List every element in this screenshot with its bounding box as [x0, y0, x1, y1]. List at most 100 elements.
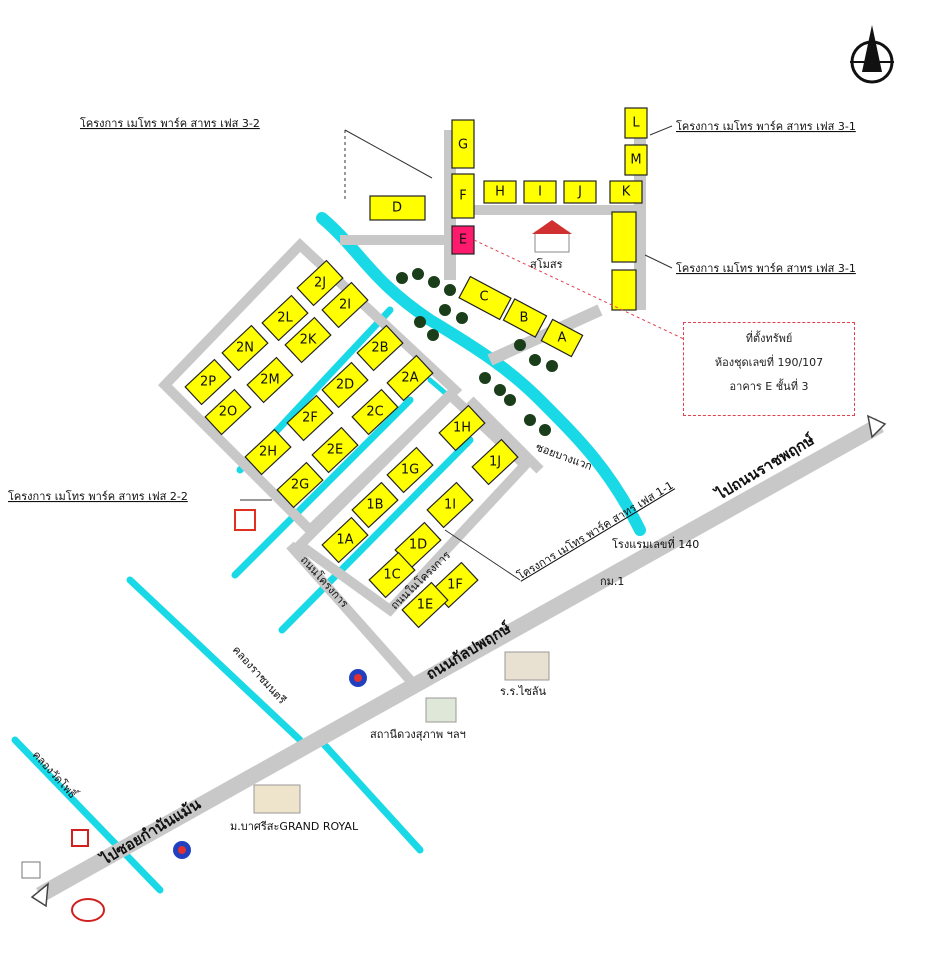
block-2N[interactable] [221, 324, 269, 372]
block-label-2D: 2D [336, 378, 354, 393]
block-1J[interactable] [471, 438, 519, 486]
trees [396, 268, 558, 436]
block-label-J: J [577, 185, 582, 200]
condo-icon [425, 697, 457, 723]
info-line-3: อาคาร E ชั้นที่ 3 [729, 380, 809, 393]
hospital-icon [253, 784, 301, 814]
block-label-G: G [458, 138, 468, 153]
block-H[interactable] [483, 180, 517, 204]
block-K3[interactable] [611, 269, 637, 311]
block-label-L: L [632, 116, 640, 131]
landmarks: ร.ร.ไซลัน สถานีดวงสุภาพ ฯลฯ ม.บาศรีสะGRA… [21, 509, 550, 922]
block-label-K: K [622, 185, 631, 200]
block-2G[interactable] [276, 461, 324, 509]
clubhouse-icon [534, 231, 570, 253]
block-label-2I: 2I [339, 298, 351, 313]
block-2L[interactable] [261, 294, 309, 342]
label-phase-1-1: โครงการ เมโทร พาร์ค สาทร เฟส 1-1 [514, 478, 675, 583]
block-1I[interactable] [426, 481, 474, 529]
block-label-1G: 1G [401, 463, 419, 478]
block-2J[interactable] [296, 259, 344, 307]
block-label-2B: 2B [371, 341, 388, 356]
block-I[interactable] [523, 180, 557, 204]
block-label-H: H [495, 185, 505, 200]
block-label-2F: 2F [302, 411, 318, 426]
canal-inner-2 [231, 396, 414, 579]
clubhouse-roof-icon [532, 220, 572, 234]
block-label-1D: 1D [409, 538, 427, 553]
info-line-2: ห้องชุดเลขที่ 190/107 [714, 356, 824, 369]
block-A[interactable] [540, 318, 584, 358]
block-M[interactable] [624, 144, 648, 176]
block-2B[interactable] [356, 324, 404, 372]
block-2H[interactable] [244, 428, 292, 476]
block-1H[interactable] [438, 404, 486, 452]
label-school: ร.ร.ไซลัน [500, 685, 547, 698]
block-1B[interactable] [351, 481, 399, 529]
label-condo: สถานีดวงสุภาพ ฯลฯ [370, 728, 466, 741]
block-L[interactable] [624, 107, 648, 139]
block-label-2J: 2J [314, 276, 326, 291]
label-bridge: โรงแรมเลขที่ 140 [612, 536, 699, 551]
block-2K[interactable] [284, 316, 332, 364]
block-1E[interactable] [401, 581, 449, 629]
block-2D[interactable] [321, 361, 369, 409]
block-label-1E: 1E [417, 598, 434, 613]
canal-left-2 [316, 736, 424, 854]
block-1A[interactable] [321, 516, 369, 564]
block-1C[interactable] [368, 551, 416, 599]
block-label-F: F [459, 189, 466, 204]
canal-left-3 [11, 736, 164, 894]
block-D[interactable] [369, 195, 426, 221]
block-2E[interactable] [311, 426, 359, 474]
block-label-C: C [479, 290, 488, 305]
block-label-2E: 2E [327, 443, 344, 458]
label-to-bang-bon: ไปซอยกำนันแม้น [96, 794, 205, 870]
clubhouse-label: สโมสร [530, 257, 563, 271]
canal-inner-3 [278, 436, 474, 634]
block-2M[interactable] [246, 356, 294, 404]
label-phase-3-2: โครงการ เมโทร พาร์ค สาทร เฟส 3-2 [80, 116, 260, 130]
block-G[interactable] [451, 119, 475, 169]
block-label-2C: 2C [366, 405, 383, 420]
building-icon [21, 861, 41, 879]
label-phase-3-1-mid: โครงการ เมโทร พาร์ค สาทร เฟส 3-1 [676, 261, 856, 275]
label-ratchaphruek: ถนนกัลปพฤกษ์ [423, 619, 514, 684]
canal-left-1 [126, 576, 304, 744]
block-label-E: E [459, 233, 467, 248]
block-label-A: A [558, 331, 567, 346]
block-label-2M: 2M [260, 373, 280, 388]
block-2F[interactable] [286, 394, 334, 442]
block-K[interactable] [609, 180, 643, 204]
block-label-1I: 1I [444, 498, 456, 513]
property-location-box: ที่ตั้งทรัพย์ ห้องชุดเลขที่ 190/107 อาคา… [683, 322, 855, 416]
block-C[interactable] [458, 275, 512, 321]
main-road [36, 418, 884, 902]
school-icon [504, 651, 550, 681]
block-J[interactable] [563, 180, 597, 204]
block-2A[interactable] [386, 354, 434, 402]
label-km-marker: กม.1 [600, 575, 624, 588]
block-2P[interactable] [184, 358, 232, 406]
block-2O[interactable] [204, 388, 252, 436]
bank-icon [71, 829, 89, 847]
toyota-icon [71, 898, 105, 922]
block-1G[interactable] [386, 446, 434, 494]
block-2C[interactable] [351, 388, 399, 436]
seven-eleven-icon [234, 509, 256, 531]
block-label-2N: 2N [236, 341, 254, 356]
block-label-2A: 2A [401, 371, 418, 386]
leader-lines [240, 125, 687, 581]
block-2I[interactable] [321, 281, 369, 329]
block-K2[interactable] [611, 211, 637, 263]
block-B[interactable] [502, 298, 548, 338]
arrow-east-icon [866, 414, 887, 439]
block-label-2O: 2O [219, 405, 238, 420]
block-label-1J: 1J [489, 455, 501, 470]
block-label-2K: 2K [300, 333, 317, 348]
road-zone-1 [292, 388, 533, 617]
label-phase-3-1-top: โครงการ เมโทร พาร์ค สาทร เฟส 3-1 [676, 119, 856, 133]
block-F[interactable] [451, 173, 475, 219]
block-label-1A: 1A [336, 533, 353, 548]
